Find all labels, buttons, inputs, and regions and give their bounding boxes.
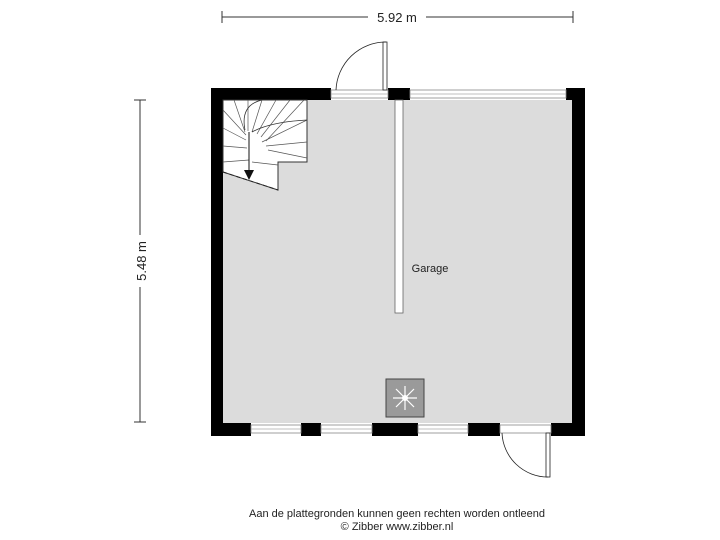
wall-right xyxy=(572,88,585,436)
top-window xyxy=(409,89,567,99)
width-label: 5.92 m xyxy=(377,10,417,25)
interior-partition xyxy=(394,99,404,314)
dimension-height: 5.48 m xyxy=(131,99,149,423)
wall-top xyxy=(211,88,585,100)
footer-copyright: © Zibber www.zibber.nl xyxy=(341,521,454,533)
door-swing-icon xyxy=(335,41,388,91)
footer-disclaimer: Aan de plattegronden kunnen geen rechten… xyxy=(249,508,545,520)
dimension-width: 5.92 m xyxy=(221,8,574,26)
wall-bottom xyxy=(211,423,585,436)
height-label: 5.48 m xyxy=(134,241,149,281)
room-label-garage: Garage xyxy=(412,263,449,275)
stairs-icon xyxy=(222,99,308,191)
top-door-opening xyxy=(330,89,389,99)
bottom-windows xyxy=(250,424,552,434)
wall-left xyxy=(211,88,223,436)
door-swing-icon xyxy=(501,432,551,478)
boiler-fan-icon xyxy=(385,378,425,418)
